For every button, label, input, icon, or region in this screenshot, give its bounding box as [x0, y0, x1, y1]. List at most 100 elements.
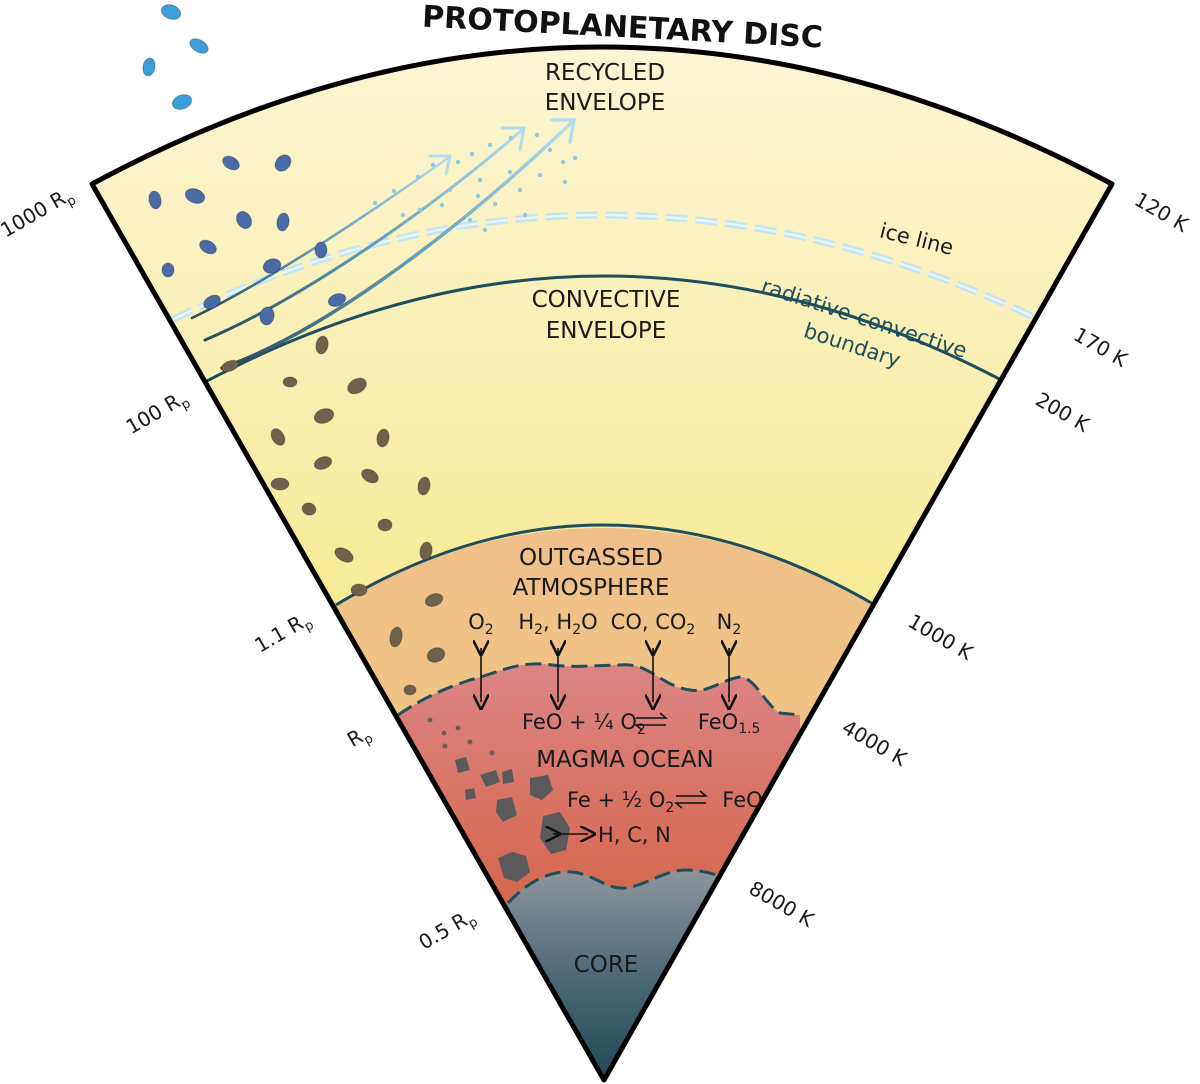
atmosphere-boundary-line: [335, 523, 876, 607]
icy-pebble: [314, 241, 328, 259]
icy-pebble: [235, 210, 253, 230]
streamline-3: [220, 120, 574, 370]
rock-fragment: [502, 769, 514, 784]
species-co-co2: CO, CO2: [611, 610, 696, 638]
radius-rp-label: Rp: [343, 720, 376, 755]
ice-pebble: [160, 4, 182, 20]
rock-pebble: [270, 477, 290, 491]
radius-100-label: 100 Rp: [122, 385, 194, 443]
outgassed-atmosphere-label-line1: OUTGASSED: [519, 545, 663, 571]
icy-pebble: [276, 212, 290, 232]
rock-pebble: [403, 684, 417, 696]
recycled-envelope-label-line2: ENVELOPE: [545, 90, 666, 116]
icy-pebble: [327, 293, 347, 307]
gas-dot: [455, 159, 461, 165]
temp-8000k-label: 8000 K: [745, 876, 819, 932]
icy-pebble: [203, 294, 221, 310]
gas-dot: [562, 179, 568, 185]
ice-line-core: [171, 213, 1041, 322]
gas-dot: [482, 227, 488, 233]
gas-dot: [547, 147, 553, 153]
icy-pebble: [148, 190, 162, 210]
rock-pebble: [313, 408, 335, 424]
icy-pebble: [199, 239, 217, 255]
magma-surface-line: [397, 662, 801, 717]
core-boundary-line: [506, 868, 723, 905]
wedge-outline: [89, 44, 1115, 1083]
gas-dot: [400, 212, 406, 218]
boundaries: [170, 211, 1042, 905]
gas-dot: [477, 177, 483, 183]
rock-fragment: [465, 788, 476, 800]
rock-grain: [489, 750, 495, 756]
reaction-hcn: H, C, N: [598, 823, 671, 847]
gas-dot: [475, 193, 481, 199]
gas-dot: [415, 174, 421, 180]
temp-170k-label: 170 K: [1070, 322, 1133, 372]
gas-dot: [447, 187, 453, 193]
gas-dot: [492, 201, 498, 207]
temp-200k-label: 200 K: [1032, 387, 1095, 437]
rock-pebble: [377, 518, 393, 532]
radius-1_1-label: 1.1 Rp: [250, 606, 316, 660]
gas-dot: [517, 187, 523, 193]
icy-pebble: [184, 188, 206, 204]
rock-grain: [442, 743, 448, 749]
core-label: CORE: [574, 952, 639, 978]
arrowhead-2: [500, 126, 526, 152]
temp-4000k-label: 4000 K: [838, 715, 912, 771]
gas-dot: [430, 162, 436, 168]
icy-pebble: [262, 258, 282, 274]
rock-fragment: [498, 852, 530, 882]
gas-dot: [467, 217, 473, 223]
recycled-envelope-label-line1: RECYCLED: [545, 60, 665, 86]
rock-grain: [467, 739, 473, 745]
species-o2: O2: [468, 610, 493, 638]
rock-fragment: [496, 797, 517, 822]
gas-dot: [508, 135, 514, 141]
rock-pebble: [334, 547, 354, 563]
radius-0_5-label: 0.5 Rp: [414, 903, 480, 957]
magma-ocean-label: MAGMA OCEAN: [536, 747, 714, 773]
streamline-2: [203, 128, 524, 342]
rock-pebble: [301, 502, 317, 516]
ice-pebble: [189, 38, 209, 54]
gas-dot: [560, 159, 566, 165]
rock-pebble: [313, 456, 333, 470]
convective-envelope-label-line1: CONVECTIVE: [532, 287, 681, 313]
temp-1000k-label: 1000 K: [904, 609, 978, 665]
arrowhead-1: [428, 154, 452, 176]
equilibrium-icon-fe: [673, 790, 709, 809]
rock-fragment: [480, 770, 500, 787]
rock-pebble: [220, 359, 240, 373]
gas-dot: [572, 155, 578, 161]
rock-pebble: [347, 377, 367, 395]
equilibrium-icon-feo: [633, 712, 669, 731]
rock-pebble: [419, 541, 433, 561]
rock-pebble: [270, 428, 286, 446]
rock-grain: [441, 730, 447, 736]
arrowhead-3: [550, 118, 577, 144]
temp-120k-label: 120 K: [1131, 187, 1194, 237]
convective-envelope-label-line2: ENVELOPE: [546, 318, 667, 344]
rock-pebble: [417, 476, 431, 496]
gas-dot: [507, 169, 513, 175]
rock-grain: [427, 717, 433, 723]
icy-pebble: [274, 154, 292, 172]
gas-dot: [522, 212, 528, 218]
rock-fragment: [455, 757, 470, 773]
icy-pebble: [259, 306, 275, 326]
gas-dot: [391, 188, 397, 194]
rock-pebble: [376, 428, 390, 448]
icy-pebble: [161, 262, 175, 278]
gas-dot: [534, 132, 540, 138]
ice-pebble: [142, 57, 156, 77]
gas-dot: [372, 200, 378, 206]
outgassed-atmosphere-label-line2: ATMOSPHERE: [513, 575, 670, 601]
rock-pebble: [424, 593, 444, 607]
rock-pebble: [389, 626, 403, 648]
